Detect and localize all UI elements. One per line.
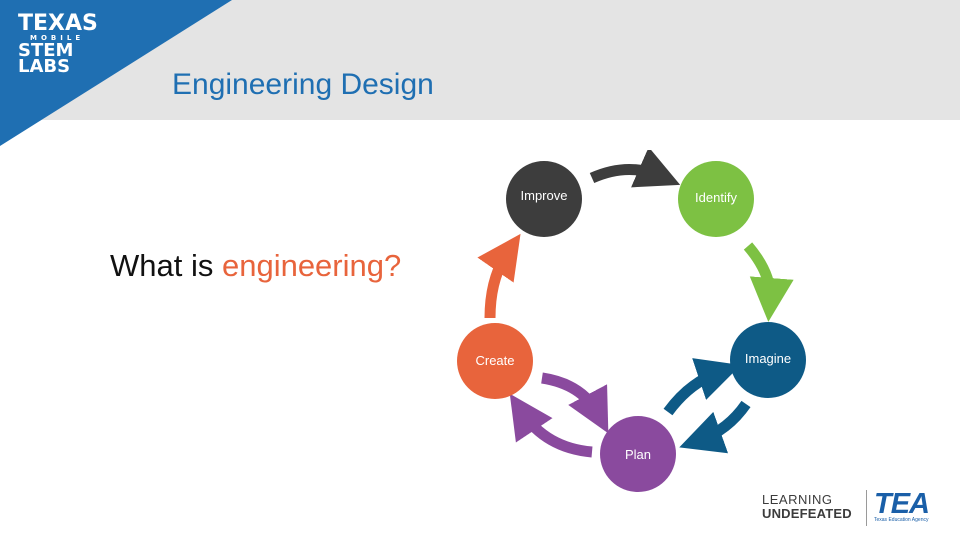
arrow-create-to-plan (541, 372, 609, 434)
arrow-imagine-to-plan (679, 400, 751, 454)
logo-labs: LABS (18, 56, 71, 77)
footer-divider (866, 490, 867, 526)
node-improve-label: Improve (521, 188, 568, 203)
arrow-plan-to-create (509, 393, 593, 458)
node-imagine-label: Imagine (745, 351, 791, 366)
node-plan-label: Plan (625, 447, 651, 462)
corner-logo-background (0, 0, 232, 146)
node-identify (678, 161, 754, 237)
node-identify-label: Identify (695, 190, 737, 205)
question-highlight: engineering? (221, 248, 402, 283)
node-create (457, 323, 533, 399)
tea-subtitle: Texas Education Agency (874, 517, 929, 523)
node-plan (600, 416, 676, 492)
arrow-improve-to-identify (589, 150, 681, 188)
engineering-design-cycle: Improve Identify Imagine Plan Create (457, 150, 806, 492)
learning-text: LEARNING (762, 492, 833, 507)
question-prefix: What is (110, 248, 222, 283)
logo-texas: TEXAS (18, 11, 98, 36)
undefeated-text: UNDEFEATED (762, 506, 852, 521)
logo-stem: STEM (18, 40, 74, 61)
page-title: Engineering Design (172, 68, 434, 101)
question-text: What is engineering? (110, 248, 401, 284)
node-create-label: Create (475, 353, 514, 368)
node-imagine (730, 322, 806, 398)
arrow-identify-to-imagine (743, 242, 794, 322)
tea-logo-text: TEA (874, 488, 930, 520)
footer-logo: LEARNING UNDEFEATED TEA Texas Education … (760, 488, 950, 530)
logo-mobile: MOBILE (30, 34, 85, 42)
arrow-create-to-improve (477, 233, 521, 319)
node-improve (506, 161, 582, 237)
arrow-plan-to-imagine (663, 358, 741, 416)
